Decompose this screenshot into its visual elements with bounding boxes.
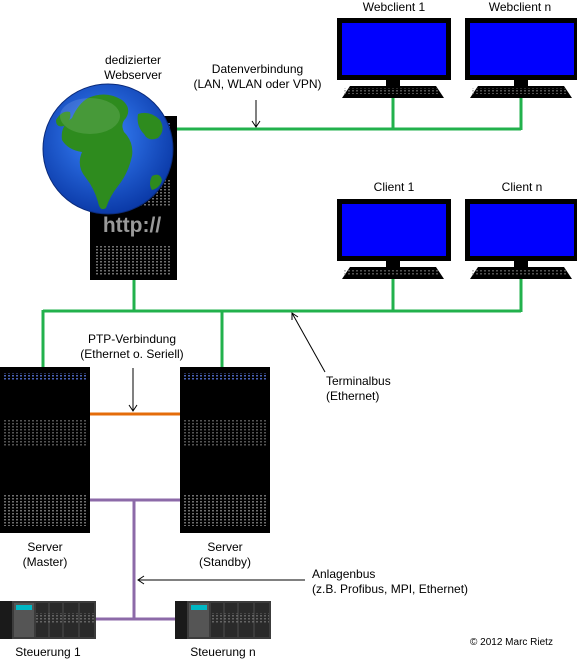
anlagenbus-label-line1: Anlagenbus <box>312 567 376 581</box>
ptp-arrowhead <box>128 404 138 412</box>
terminalbus-lines <box>41 279 523 368</box>
steuerung-n-plc <box>175 601 271 639</box>
webclient-1-monitor <box>337 18 451 98</box>
ptp-label: PTP-Verbindung (Ethernet o. Seriell) <box>62 332 202 362</box>
server-master-label: Server (Master) <box>0 540 90 570</box>
globe-icon <box>42 83 174 215</box>
client-n-label: Client n <box>501 180 543 194</box>
ptp-label-line1: PTP-Verbindung <box>87 332 177 346</box>
webserver-label: dedizierter Webserver <box>88 53 178 83</box>
steuerung-1-plc <box>0 601 96 639</box>
steuerung-n-label: Steuerung n <box>190 645 256 659</box>
steuerung-1-label: Steuerung 1 <box>15 645 81 659</box>
datenverbindung-label-line1: Datenverbindung <box>211 62 304 76</box>
anlagenbus-label-line2: (z.B. Profibus, MPI, Ethernet) <box>312 582 469 596</box>
anlagenbus-arrowhead <box>137 575 145 585</box>
client-1-label: Client 1 <box>373 180 415 194</box>
copyright-label: © 2012 Marc Rietz <box>470 637 553 648</box>
terminalbus-label-line2: (Ethernet) <box>326 389 380 403</box>
terminalbus-arrowhead <box>291 312 299 320</box>
server-master-label-line1: Server <box>27 540 63 554</box>
server-standby-label: Server (Standby) <box>180 540 270 570</box>
ptp-label-line2: (Ethernet o. Seriell) <box>80 347 184 361</box>
server-standby-label-line2: (Standby) <box>198 555 252 569</box>
server-standby-tower <box>180 367 270 533</box>
webclient-n-label: Webclient n <box>488 0 552 14</box>
client-1-monitor <box>337 199 451 279</box>
datenverbindung-label: Datenverbindung (LAN, WLAN oder VPN) <box>180 62 335 92</box>
server-master-label-line2: (Master) <box>22 555 68 569</box>
client-n-monitor <box>465 199 577 279</box>
server-master-tower <box>0 367 90 533</box>
webclient-n-monitor <box>465 18 577 98</box>
webclient-1-label: Webclient 1 <box>362 0 426 14</box>
anlagenbus-lines <box>89 498 181 621</box>
http-label: http:// <box>103 214 161 237</box>
datenverbindung-label-line2: (LAN, WLAN oder VPN) <box>193 77 322 91</box>
datenverbindung-lines <box>176 98 523 131</box>
terminalbus-arrow <box>291 312 326 373</box>
webserver-label-line1: dedizierter <box>104 53 162 67</box>
datenverbindung-arrowhead <box>251 120 261 128</box>
annotation-arrows <box>128 100 326 585</box>
anlagenbus-label: Anlagenbus (z.B. Profibus, MPI, Ethernet… <box>312 567 468 597</box>
server-standby-label-line1: Server <box>207 540 243 554</box>
terminalbus-label-line1: Terminalbus <box>326 374 391 388</box>
webserver-label-line2: Webserver <box>104 68 162 82</box>
terminalbus-label: Terminalbus (Ethernet) <box>326 374 391 404</box>
